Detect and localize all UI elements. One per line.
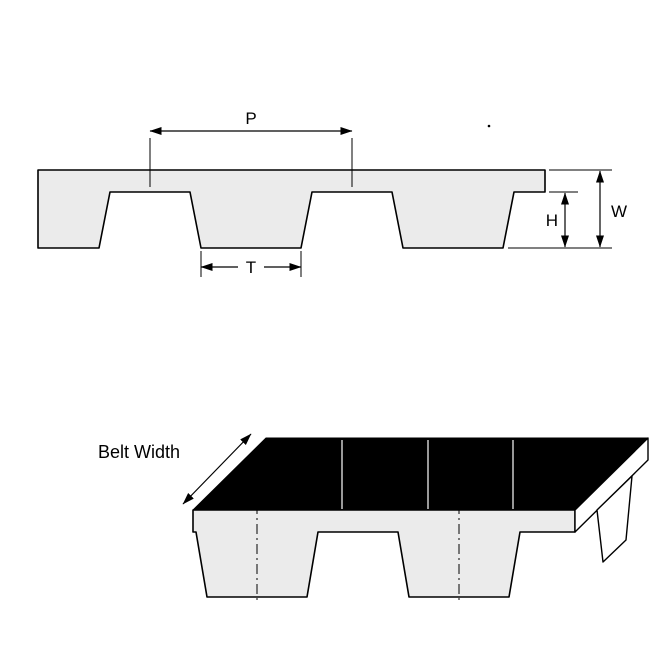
belt-top-face xyxy=(192,437,649,511)
belt-cross-section: P T H W xyxy=(37,109,627,277)
belt-isometric-view: Belt Width xyxy=(98,433,649,603)
belt-profile-outline xyxy=(37,169,546,249)
pitch-label: P xyxy=(245,109,256,128)
belt-thickness-label: W xyxy=(611,202,627,221)
belt-width-label: Belt Width xyxy=(98,442,180,462)
tooth-height-label: H xyxy=(546,211,558,230)
tooth-width-label: T xyxy=(246,258,256,277)
belt-width-arrow xyxy=(182,433,252,505)
belt-front-face xyxy=(192,509,576,598)
belt-end-face xyxy=(574,437,649,533)
belt-end-face-tooth xyxy=(596,475,633,563)
ink-speck xyxy=(487,124,491,128)
